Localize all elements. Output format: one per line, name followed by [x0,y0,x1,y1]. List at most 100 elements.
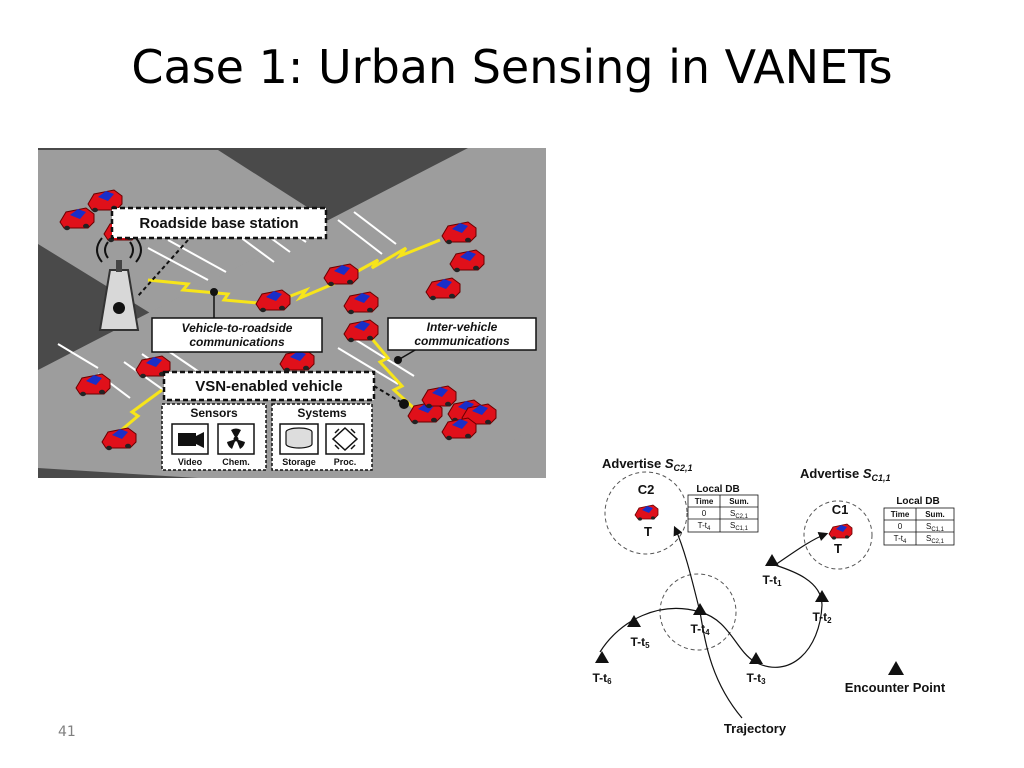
iv-leader-dot [394,356,402,364]
iv-label-line1: Inter-vehicle [427,320,498,334]
vsn-leader [373,385,405,405]
c1-db-row1-sum-symbol: S [926,522,931,531]
advertise-c1-subscript: C1,1 [872,473,891,483]
trajectory-label: Trajectory [724,721,787,736]
c2-db-row1-sum: SC2,1 [730,509,749,520]
base-station-callout [110,206,328,240]
urban-sensing-figure: Roadside base station Vehicle-to-roadsid… [38,148,546,478]
v2r-leader-dot [210,288,218,296]
c2-t-label: T [644,524,652,539]
c1-range-circle [803,500,873,570]
encounter-figure: Advertise SC2,1 Advertise SC1,1 C2 T Loc… [592,456,955,736]
vsn-label: VSN-enabled vehicle [195,378,343,395]
point-label-t2-prefix: T-t [812,610,827,624]
c2-db-row2-sum-subscript: C1,1 [735,526,748,532]
c1-db-row1-sum-subscript: C1,1 [931,527,944,533]
c1-db-row1-time: 0 [898,522,903,531]
encounter-point-t3 [749,652,763,664]
c1-t-label: T [834,541,842,556]
legend-triangle-icon [888,661,904,675]
c2-db-row1-sum-symbol: S [730,509,735,518]
point-label-t2: T-t2 [812,610,832,625]
chem-label: Chem. [222,457,250,467]
processor-chip-icon [331,426,359,452]
point-label-t4-prefix: T-t [690,622,705,636]
encounter-point-t6 [595,651,609,663]
c2-db-row2-time-subscript: 4 [707,526,711,532]
c1-label: C1 [832,502,849,517]
base-station-leader [137,239,189,297]
point-label-t3: T-t3 [746,671,766,686]
v2r-label-line2: communications [189,335,285,349]
sensors-label: Sensors [190,406,238,420]
c2-db-header-time: Time [695,497,714,506]
c2-db-row2-time: T-t4 [698,521,711,532]
advertise-c1-prefix: Advertise [800,466,863,481]
iv-callout [387,317,537,351]
advertise-c2-prefix: Advertise [602,456,665,471]
c2-db-row2-time-prefix: T-t [698,521,708,530]
c2-db-row1-sum-subscript: C2,1 [735,514,748,520]
c1-db-row2-time-subscript: 4 [903,539,907,545]
c2-db-row2-sum-symbol: S [730,521,735,530]
c2-car [634,504,659,522]
base-station-tower [96,237,142,331]
vsn-leader-dot [399,399,409,409]
legend-label: Encounter Point [845,680,946,695]
iv-label-line2: communications [414,334,510,348]
c1-db-header-sum: Sum. [925,510,945,519]
point-label-t1-subscript: 1 [777,579,782,588]
radiation-icon [227,428,245,449]
vsn-callout [162,370,376,402]
storage-disk-icon [285,427,313,449]
c2-db-header-sum: Sum. [729,497,749,506]
v2r-callout [151,317,323,353]
t4-range-circle [659,573,737,651]
page-number: 41 [58,724,76,740]
c1-db-row2-sum: SC2,1 [926,534,945,545]
advertise-c2-symbol: S [665,456,674,471]
c1-db-row2-sum-subscript: C2,1 [931,539,944,545]
c2-db-row1-time: 0 [702,509,707,518]
point-label-t5-prefix: T-t [630,635,645,649]
c2-local-db-table [687,494,759,533]
c2-local-db-title: Local DB [696,484,739,495]
point-label-t3-subscript: 3 [761,677,766,686]
encounter-point-t4 [693,603,707,615]
c1-local-db-title: Local DB [896,496,939,507]
trajectory-line-to-label [673,525,743,719]
point-label-t1-prefix: T-t [762,573,777,587]
point-label-t5-subscript: 5 [645,641,650,650]
encounter-point-t1 [765,554,779,566]
advertise-c2-subscript: C2,1 [674,463,693,473]
c2-label: C2 [638,482,655,497]
storage-label: Storage [282,457,316,467]
point-label-t4: T-t4 [690,622,710,637]
advertise-c2-title: Advertise SC2,1 [602,456,693,473]
point-label-t6-subscript: 6 [607,677,612,686]
point-label-t6: T-t6 [592,671,612,686]
c1-db-row2-time-prefix: T-t [894,534,904,543]
proc-label: Proc. [334,457,357,467]
video-camera-icon [178,432,204,448]
point-label-t2-subscript: 2 [827,616,832,625]
c1-db-row2-time: T-t4 [894,534,907,545]
advertise-c1-symbol: S [863,466,872,481]
c1-db-row1-sum: SC1,1 [926,522,945,533]
c1-db-row2-sum-symbol: S [926,534,931,543]
v2r-link [147,278,271,306]
encounter-point-t2 [815,590,829,602]
point-label-t3-prefix: T-t [746,671,761,685]
slide-title: Case 1: Urban Sensing in VANETs [131,40,893,94]
video-label: Video [178,457,203,467]
base-station-label: Roadside base station [139,215,298,232]
systems-label: Systems [297,406,347,420]
c2-db-row2-sum: SC1,1 [730,521,749,532]
c1-db-header-time: Time [891,510,910,519]
c2-range-circle [604,471,688,555]
point-label-t5: T-t5 [630,635,650,650]
c1-car [828,523,853,541]
c1-local-db-table [883,507,955,546]
point-label-t4-subscript: 4 [705,628,710,637]
point-label-t6-prefix: T-t [592,671,607,685]
